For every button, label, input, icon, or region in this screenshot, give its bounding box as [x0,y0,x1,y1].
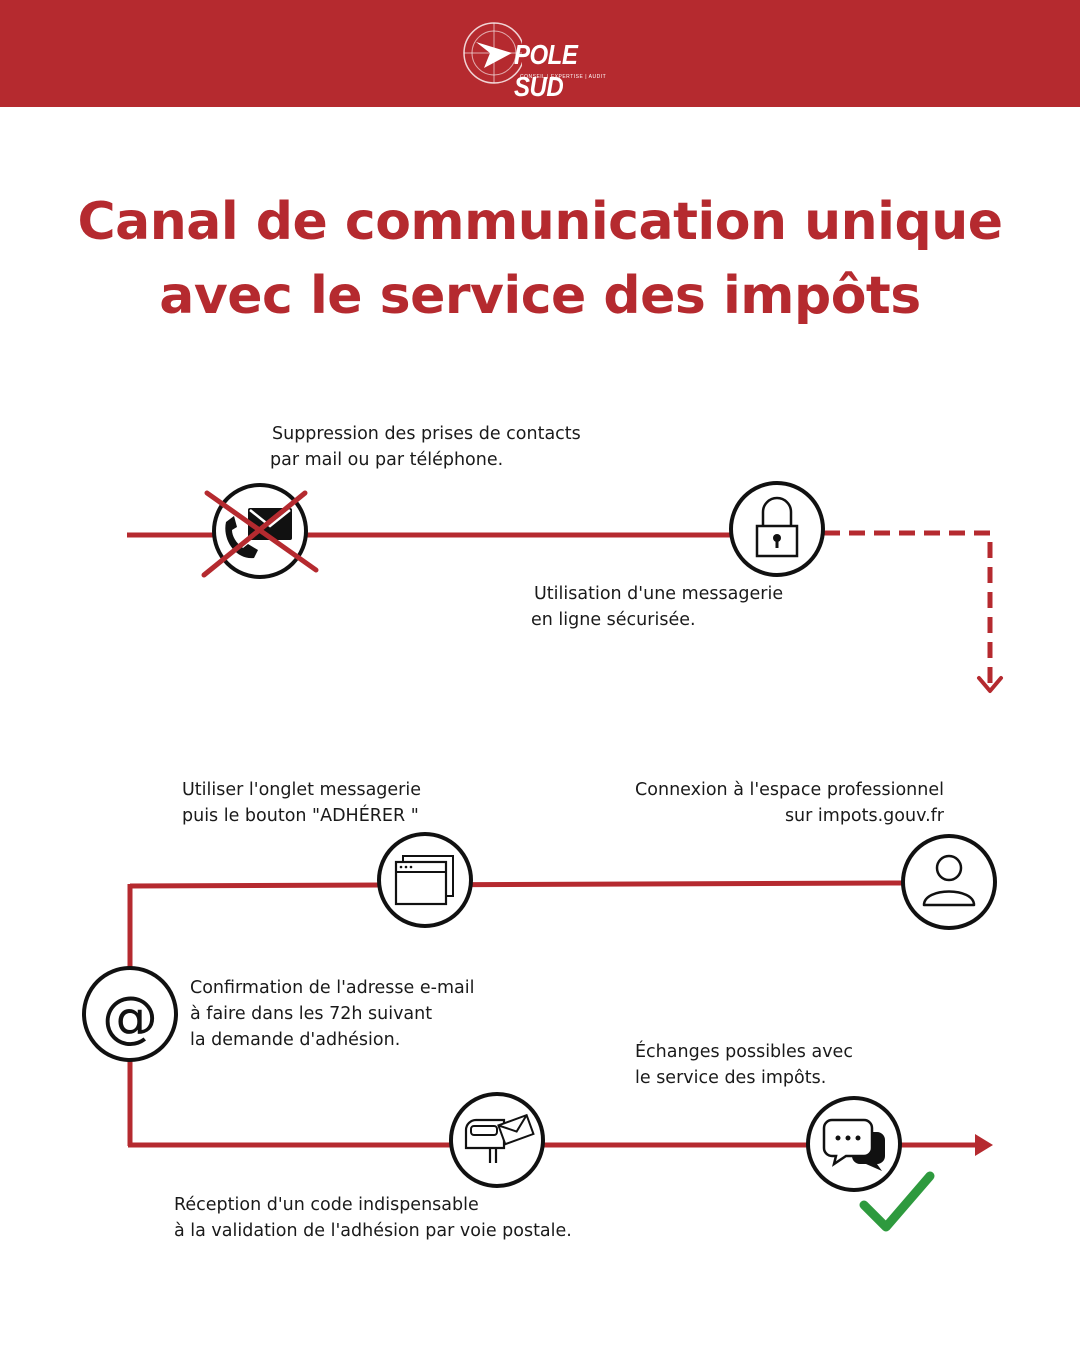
step-text-line: sur impots.gouv.fr [784,806,944,826]
step-text-connexion: Connexion à l'espace professionnel sur i… [630,777,944,829]
step-text-line: en ligne sécurisée. [531,610,696,630]
step-text-line: le service des impôts. [635,1068,827,1088]
title-line-1: Canal de communication unique [77,192,1003,252]
brand-name: POLE SUD [514,39,578,104]
brand-tagline: CONSEIL | EXPERTISE | AUDIT [520,74,607,80]
compass-icon [463,22,525,84]
step-text-reception: Réception d'un code indispensable à la v… [174,1192,572,1244]
step-text-line: à la validation de l'adhésion par voie p… [174,1221,572,1241]
step-text-line: puis le bouton "ADHÉRER " [182,806,419,826]
user-icon [901,834,997,930]
title-line-2: avec le service des impôts [159,266,921,326]
mailbox-icon [449,1092,545,1188]
page-title: Canal de communication unique avec le se… [0,185,1080,333]
checkmark-icon [859,1171,935,1232]
step-text-line: Échanges possibles avec [635,1042,853,1062]
at-sign-icon: @ [82,966,178,1062]
step-text-line: Connexion à l'espace professionnel [635,780,944,800]
end-arrow-head [975,1134,993,1156]
step-text-suppression: Suppression des prises de contacts par m… [270,421,581,473]
step-text-line: Suppression des prises de contacts [272,424,581,444]
header-bar: POLE SUD CONSEIL | EXPERTISE | AUDIT [0,0,1080,107]
step-text-onglet: Utiliser l'onglet messagerie puis le bou… [182,777,421,829]
step-text-line: à faire dans les 72h suivant [190,1004,433,1024]
dashed-connector [824,530,993,685]
step-text-line: Utilisation d'une messagerie [534,584,784,604]
browser-window-icon [377,832,473,928]
step-text-line: Utiliser l'onglet messagerie [182,780,422,800]
crossed-phone-mail-icon [201,483,319,579]
svg-text:@: @ [102,985,158,1050]
step-text-messagerie: Utilisation d'une messagerie en ligne sé… [531,581,783,633]
path-segment-row2 [129,880,906,889]
pole-sud-logo: POLE SUD CONSEIL | EXPERTISE | AUDIT [462,18,622,103]
step-text-line: Confirmation de l'adresse e-mail [190,978,475,998]
step-text-line: la demande d'adhésion. [190,1030,401,1050]
step-text-confirmation: Confirmation de l'adresse e-mail à faire… [190,975,474,1053]
padlock-icon [729,481,825,577]
dashed-arrow-head [977,676,1003,693]
step-text-line: Réception d'un code indispensable [174,1195,479,1215]
step-text-echanges: Échanges possibles avec le service des i… [635,1039,853,1091]
chat-bubbles-icon [806,1096,902,1192]
step-text-line: par mail ou par téléphone. [270,450,504,470]
